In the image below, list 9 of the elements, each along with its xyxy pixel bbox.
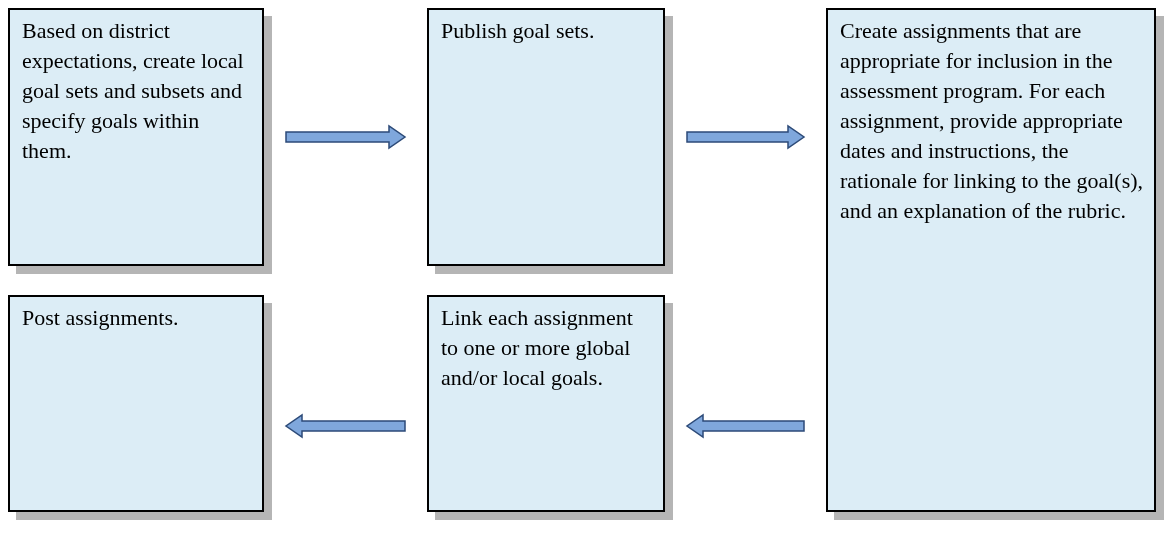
- step-text: Post assignments.: [22, 304, 180, 332]
- block-arrow: [284, 413, 406, 439]
- block-arrow: [685, 413, 805, 439]
- block-arrow: [285, 124, 407, 150]
- step-text: Create assignments that are appropriate for inclusion in the assessment program. For each assignment, provide appropriate dates and instructions, the rationale for linking to the goal(s), and an explanation of the rubric.: [840, 17, 1144, 225]
- block-arrow: [686, 124, 806, 150]
- step-text: Publish goal sets.: [441, 17, 596, 45]
- step-text: Based on district expectations, create local goal sets and subsets and specify goals within them.: [22, 17, 245, 165]
- step-text: Link each assignment to one or more global and/or local goals.: [441, 304, 634, 392]
